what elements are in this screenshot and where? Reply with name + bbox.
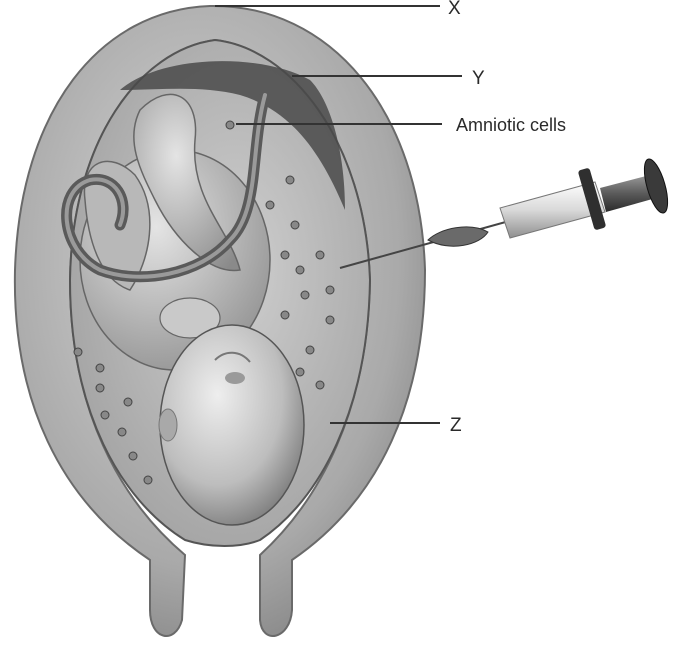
label-y: Y [472, 68, 485, 89]
label-z: Z [450, 415, 462, 436]
label-x: X [448, 0, 461, 19]
label-amniotic-cells: Amniotic cells [456, 115, 566, 135]
